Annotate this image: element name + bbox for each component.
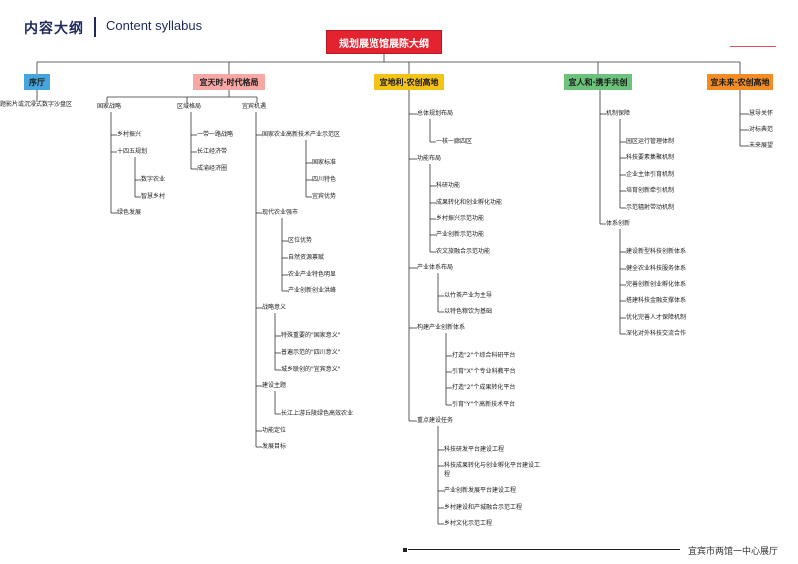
s3-item: 健全农业科技服务体系 xyxy=(626,265,687,272)
s4-item: 对标典范 xyxy=(749,126,774,133)
s1-jiyu-item: 自然资源禀赋 xyxy=(288,254,325,261)
s2-item: 重点建设任务 xyxy=(417,417,454,424)
s2-item: 产业创新示范功能 xyxy=(436,231,485,238)
s2-item: 乡村文化示范工程 xyxy=(444,520,493,527)
s1-jiyu-item: 国家农业高新技术产业示范区 xyxy=(262,131,341,138)
s1-quyu-item: 成渝经济圈 xyxy=(197,165,228,172)
s2-item: 打造"2"个成果转化平台 xyxy=(452,384,516,391)
s1-guojia-item: 绿色发展 xyxy=(117,209,142,216)
s2-item: 产业创新发展平台建设工程 xyxy=(444,487,517,494)
s3-item: 建设新型科技创新体系 xyxy=(626,248,687,255)
s2-item: 程 xyxy=(444,471,451,478)
accent-rule xyxy=(730,46,776,47)
intro-note: 题影片或沉浸式数字沙盘区 xyxy=(0,101,73,108)
s1-jiyu-item: 宜宾优势 xyxy=(312,193,337,200)
s1-jiyu-item: 特殊重要的"国家意义" xyxy=(281,332,341,339)
s1-jiyu-item: 功能定位 xyxy=(262,427,287,434)
s3-item: 机制保障 xyxy=(606,110,631,117)
s4-item: 未来展望 xyxy=(749,142,774,149)
s3-item: 搭建科技金融支撑体系 xyxy=(626,297,687,304)
s2-item: 以竹茶产业为主导 xyxy=(444,292,493,299)
s1-jiyu-item: 现代农业强市 xyxy=(262,209,299,216)
s2-item: 成果转化和创业孵化功能 xyxy=(436,199,503,206)
s2-item: 引育"Y"个高新技术平台 xyxy=(452,401,516,408)
s2-item: 科技研发平台建设工程 xyxy=(444,446,505,453)
section-node-weilai: 宜未来·农创高地 xyxy=(707,74,773,90)
s3-item: 示范辐射带动机制 xyxy=(626,204,675,211)
s2-item: 科研功能 xyxy=(436,182,461,189)
s1-col-jiyu: 宜宾机遇 xyxy=(242,103,267,110)
s2-item: 科技成果转化与创业孵化平台建设工 xyxy=(444,462,541,469)
s3-item: 体系创新 xyxy=(606,220,631,227)
header-title-cn: 内容大纲 xyxy=(24,21,84,37)
s1-guojia-item: 智慧乡村 xyxy=(141,193,166,200)
section-node-tianshi: 宜天时·时代格局 xyxy=(193,74,265,90)
s1-jiyu-item: 区位优势 xyxy=(288,237,313,244)
s2-item: 总体规划布局 xyxy=(417,110,454,117)
s4-item: 慧导关怀 xyxy=(749,110,774,117)
footer-text: 宜宾市两馆一中心展厅 xyxy=(688,547,779,557)
footer-rule xyxy=(408,549,680,550)
s2-item: 引育"X"个专业科教平台 xyxy=(452,368,516,375)
root-node: 规划展览馆展陈大纲 xyxy=(326,30,442,54)
section-node-dili: 宜地利·农创高地 xyxy=(374,74,444,90)
s1-guojia-item: 数字农业 xyxy=(141,176,166,183)
s3-item: 深化对外科技交流合作 xyxy=(626,330,687,337)
s2-item: 以特色粮饮为基础 xyxy=(444,308,493,315)
s1-jiyu-item: 普遍示范的"四川意义" xyxy=(281,349,341,356)
s1-col-quyu: 区域格局 xyxy=(177,103,202,110)
s2-item: 一核一廊四区 xyxy=(436,138,473,145)
s3-item: 科技要素集聚机制 xyxy=(626,154,675,161)
section-node-renhe: 宜人和·携手共创 xyxy=(564,74,632,90)
section-node-intro: 序厅 xyxy=(24,74,50,90)
s1-jiyu-item: 产业创新创业洪峰 xyxy=(288,287,337,294)
header-title-en: Content syllabus xyxy=(106,18,203,33)
s1-jiyu-item: 长江上游丘陵绿色高效农业 xyxy=(281,410,354,417)
s3-item: 完善创新创业孵化体系 xyxy=(626,281,687,288)
s1-jiyu-item: 建设主题 xyxy=(262,382,287,389)
s1-guojia-item: 乡村振兴 xyxy=(117,131,142,138)
s1-jiyu-item: 四川特色 xyxy=(312,176,337,183)
s2-item: 构建产业创新体系 xyxy=(417,324,466,331)
s2-item: 打造"2"个综合科研平台 xyxy=(452,352,516,359)
s1-col-guojia: 国家战略 xyxy=(97,103,122,110)
s1-jiyu-item: 发展目标 xyxy=(262,443,287,450)
s3-item: 园区运行管理体制 xyxy=(626,138,675,145)
s2-item: 农文旅融合示范功能 xyxy=(436,248,491,255)
s1-quyu-item: 长江经济带 xyxy=(197,148,228,155)
s1-jiyu-item: 城乡联创的"宜宾意义" xyxy=(281,366,341,373)
s3-item: 企业主体引育机制 xyxy=(626,171,675,178)
s2-item: 产业体系布局 xyxy=(417,264,454,271)
footer-dot xyxy=(403,548,407,552)
s1-jiyu-item: 战略意义 xyxy=(262,304,287,311)
header-divider xyxy=(94,17,96,37)
s3-item: 培育创新牵引机制 xyxy=(626,187,675,194)
s2-item: 功能布局 xyxy=(417,155,442,162)
s1-jiyu-item: 农业产业特色明显 xyxy=(288,271,337,278)
s3-item: 优化完善人才保障机制 xyxy=(626,314,687,321)
s1-jiyu-item: 国家标准 xyxy=(312,159,337,166)
s1-quyu-item: 一带一路战略 xyxy=(197,131,234,138)
s1-guojia-item: 十四五规划 xyxy=(117,148,148,155)
s2-item: 乡村振兴示范功能 xyxy=(436,215,485,222)
s2-item: 乡村建设和产城融合示范工程 xyxy=(444,504,523,511)
